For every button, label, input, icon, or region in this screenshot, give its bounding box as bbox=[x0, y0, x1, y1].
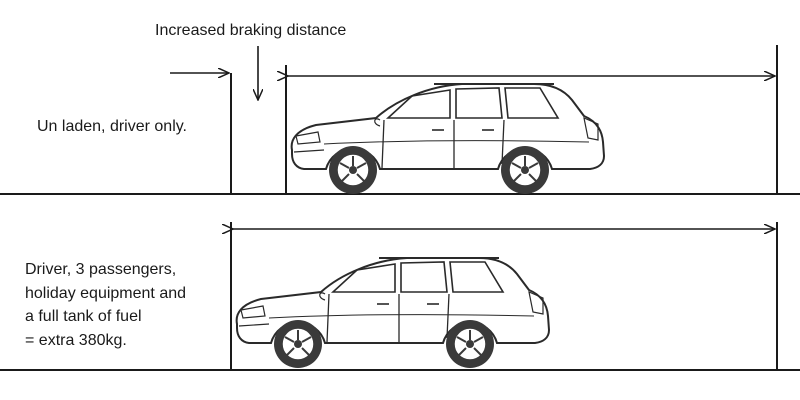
diagram-title: Increased braking distance bbox=[155, 22, 347, 39]
laden-label-line: a full tank of fuel bbox=[25, 308, 142, 325]
car-laden bbox=[235, 257, 550, 369]
laden-label-line: Driver, 3 passengers, bbox=[25, 261, 177, 278]
laden-label-line: = extra 380kg. bbox=[25, 331, 127, 349]
unladen-label: Un laden, driver only. bbox=[37, 118, 187, 135]
laden-label-line: holiday equipment and bbox=[25, 284, 187, 302]
laden-label: Driver, 3 passengers, holiday equipment … bbox=[25, 258, 186, 352]
car-unladen bbox=[290, 83, 605, 195]
